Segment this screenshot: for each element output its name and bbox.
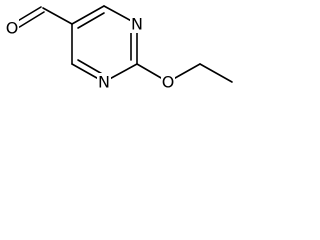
ring-bond-c5-c6-inner <box>77 12 105 29</box>
aldehyde-co-double-bond-1 <box>15 6 42 23</box>
chemical-structure-diagram: O N N O <box>5 5 233 92</box>
aldehyde-c-ring-bond <box>42 7 73 25</box>
ring-bond-c5-c6-double <box>71 5 105 25</box>
aldehyde-oxygen-label: O <box>6 19 19 38</box>
ether-oxygen-label: O <box>162 73 175 92</box>
ring-nitrogen-top-mask <box>130 15 144 33</box>
ring-nitrogen-bottom-mask <box>97 73 111 91</box>
ring-nitrogen-bottom-label: N <box>98 73 110 92</box>
ether-oxygen-mask <box>161 73 175 91</box>
aldehyde-co-double-bond-2 <box>18 11 45 28</box>
ring-nitrogen-top-label: N <box>131 15 143 34</box>
aldehyde-oxygen-mask <box>5 19 19 37</box>
ethyl-ch2-ch3-bond <box>199 63 233 83</box>
ring-bond-n3-c4-inner <box>77 59 105 76</box>
